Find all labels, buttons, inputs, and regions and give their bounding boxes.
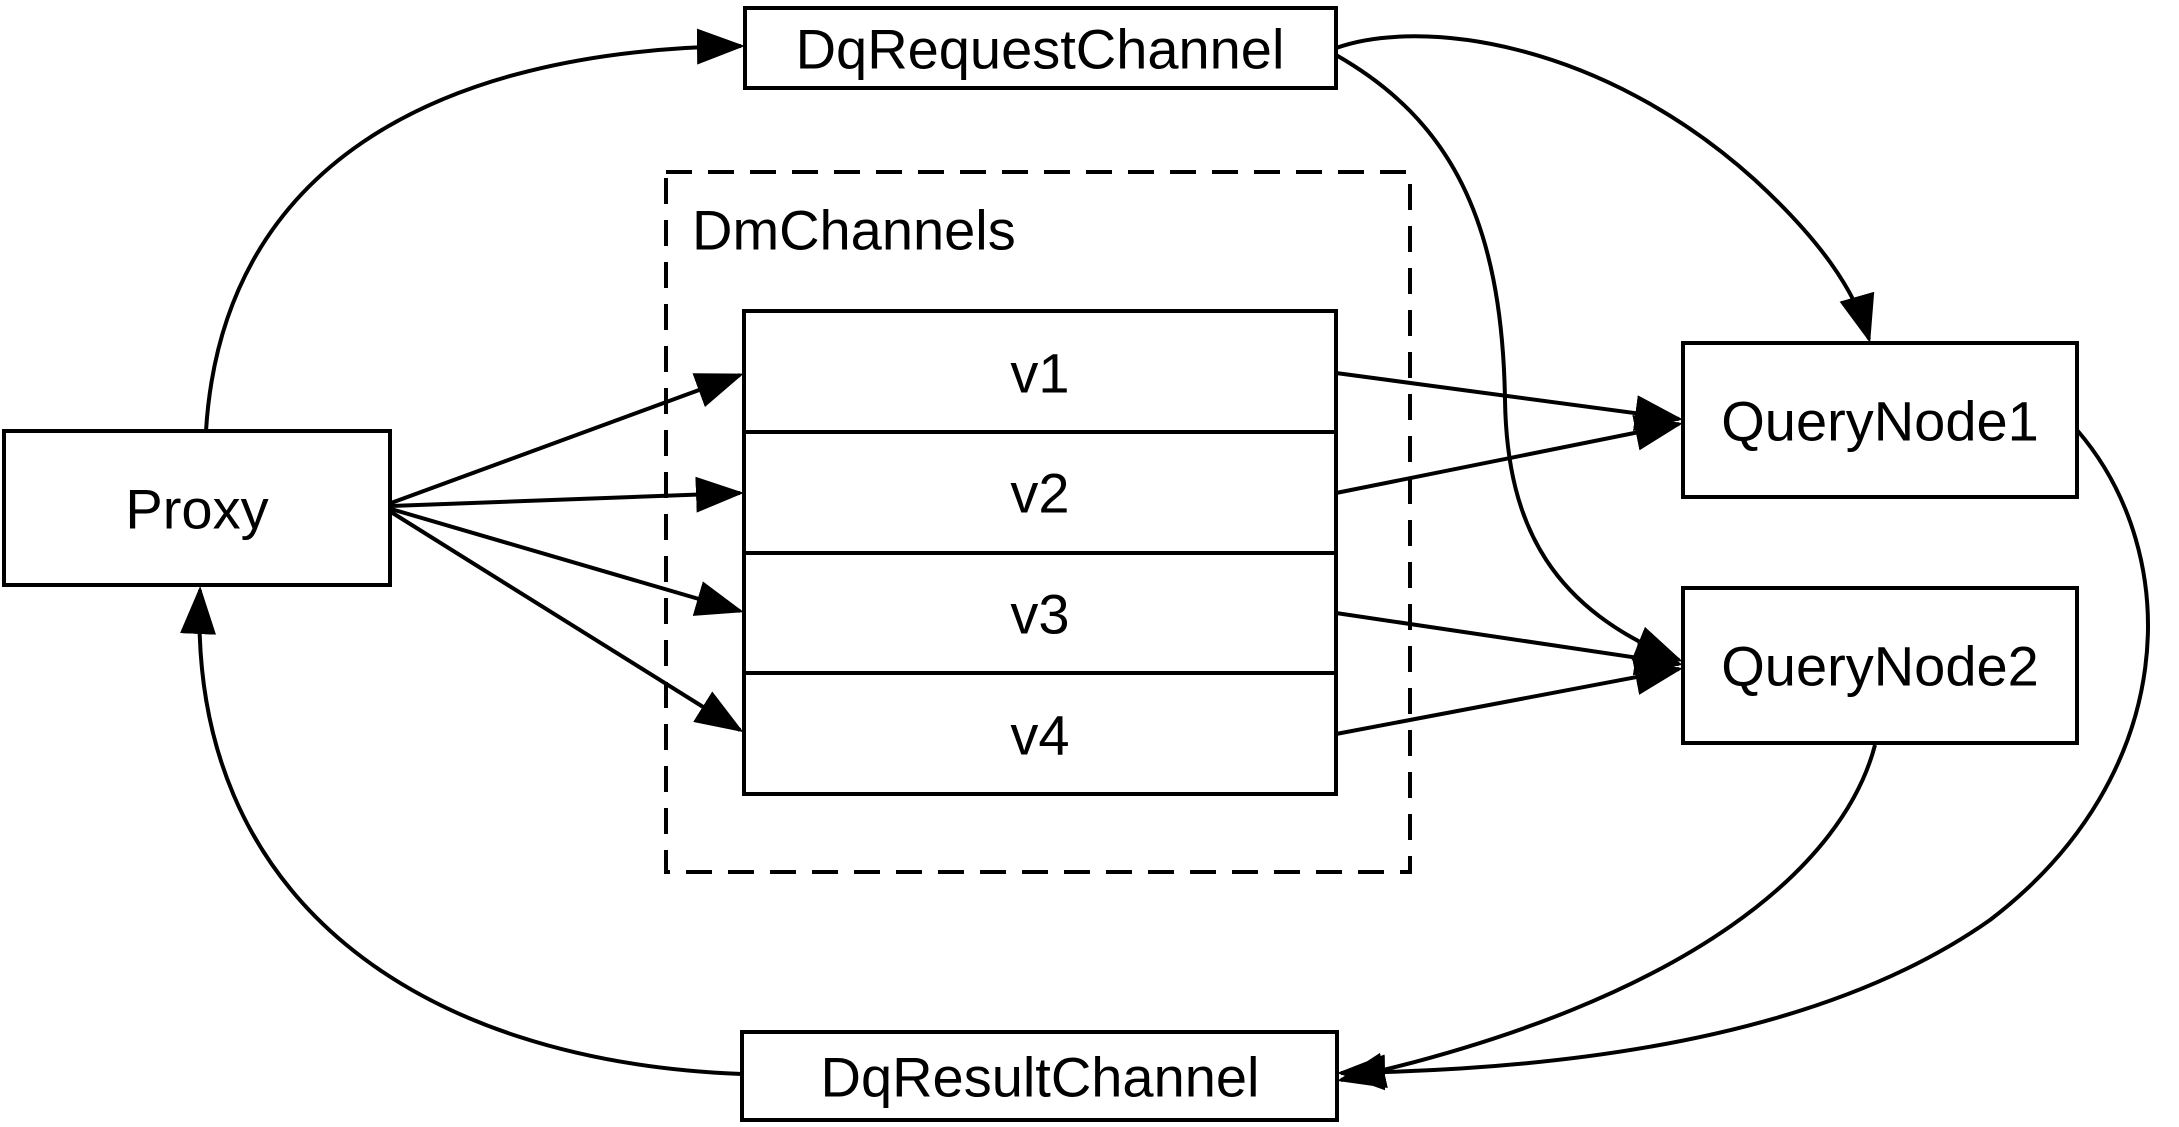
channel-table: v1 v2 v3 v4 [742, 309, 1338, 796]
querynode2-node: QueryNode2 [1681, 586, 2079, 745]
dmchannels-group: DmChannels v1 v2 v3 v4 [664, 170, 1412, 874]
proxy-box [2, 429, 392, 587]
edge-v2-to-querynode1 [1335, 415, 1683, 495]
edge-dqrequestchannel-to-querynode2 [1335, 53, 1683, 662]
dqresultchannel-box [740, 1030, 1339, 1122]
dqresultchannel-label: DqResultChannel [821, 1046, 1260, 1109]
edge-dqresultchannel-to-proxy [180, 586, 743, 1076]
edge-proxy-to-v4 [389, 510, 744, 733]
edge-proxy-to-dqrequestchannel [204, 28, 745, 432]
proxy-node: Proxy [2, 429, 392, 587]
edge-v1-to-querynode1 [1335, 371, 1683, 431]
querynode1-box [1681, 341, 2079, 499]
channel-row-v4: v4 [1010, 704, 1069, 767]
querynode2-label: QueryNode2 [1721, 635, 2039, 698]
proxy-label: Proxy [125, 478, 268, 541]
edge-v4-to-querynode2 [1335, 659, 1683, 736]
dqrequestchannel-node: DqRequestChannel [743, 6, 1338, 90]
edge-dqrequestchannel-to-querynode1 [1335, 34, 1875, 343]
querynode2-box [1681, 586, 2079, 745]
channel-row-v2: v2 [1010, 462, 1069, 525]
edges [180, 28, 2150, 1091]
dmchannels-group-border [664, 170, 1412, 874]
channel-row-v1: v1 [1010, 342, 1069, 405]
dmchannels-group-label: DmChannels [692, 199, 1016, 262]
dqrequestchannel-box [743, 6, 1338, 90]
dqresultchannel-node: DqResultChannel [740, 1030, 1339, 1122]
edge-proxy-to-v1 [390, 373, 744, 505]
querynode1-node: QueryNode1 [1681, 341, 2079, 499]
channel-row-v3: v3 [1010, 583, 1069, 646]
edge-proxy-to-v3 [390, 507, 744, 616]
querynode1-label: QueryNode1 [1721, 390, 2039, 453]
dqrequestchannel-label: DqRequestChannel [796, 18, 1285, 81]
edge-querynode1-to-dqresultchannel [1337, 428, 2150, 1091]
edge-proxy-to-v2 [390, 476, 744, 513]
edge-querynode2-to-dqresultchannel [1337, 744, 1877, 1088]
edge-v3-to-querynode2 [1335, 611, 1683, 676]
